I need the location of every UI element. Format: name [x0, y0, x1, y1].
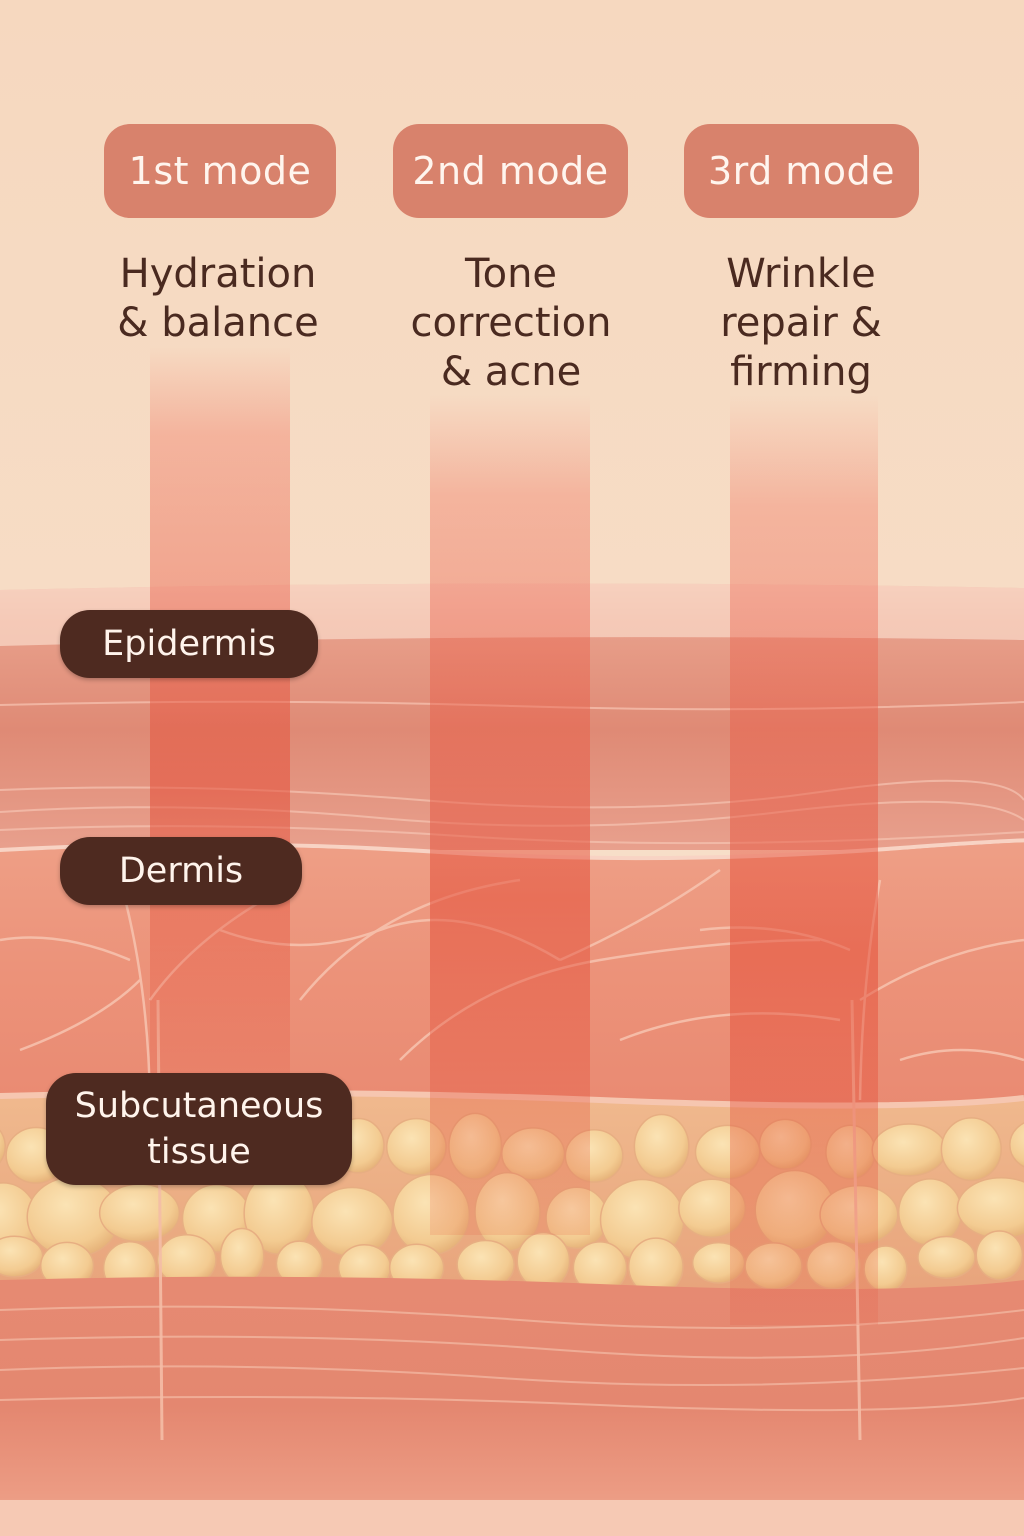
mode-2-pill[interactable]: 2nd mode	[393, 124, 628, 218]
fat-cell	[98, 1183, 181, 1243]
fat-cell	[311, 1186, 394, 1257]
mode-2-description: Tone correction & acne	[410, 251, 612, 395]
fat-cell	[871, 1123, 947, 1177]
beam-1st-mode	[150, 345, 290, 1090]
fat-cell	[219, 1227, 265, 1285]
beam-2nd-mode	[430, 395, 590, 1235]
mode-1-pill[interactable]: 1st mode	[104, 124, 336, 218]
fat-cell	[975, 1230, 1024, 1281]
subcutaneous-tissue-label: Subcutaneous tissue	[46, 1073, 352, 1185]
mode-3-pill[interactable]: 3rd mode	[684, 124, 919, 218]
beam-3rd-mode	[730, 395, 878, 1325]
fat-cell	[940, 1117, 1002, 1182]
mode-3-description: Wrinkle repair & firming	[720, 251, 882, 395]
deep-fascia-layer	[0, 1276, 1024, 1536]
epidermis-label: Epidermis	[60, 610, 318, 678]
dermis-label: Dermis	[60, 837, 302, 905]
fat-cell	[0, 1129, 6, 1164]
fat-cell	[897, 1178, 963, 1247]
fat-cell	[917, 1235, 976, 1280]
fat-cell	[633, 1113, 690, 1179]
light-beams	[150, 345, 878, 1325]
fat-cell	[516, 1231, 571, 1290]
bottom-edge	[0, 1500, 1024, 1536]
mode-1-description: Hydration & balance	[117, 251, 319, 346]
fat-cell	[1009, 1122, 1024, 1168]
